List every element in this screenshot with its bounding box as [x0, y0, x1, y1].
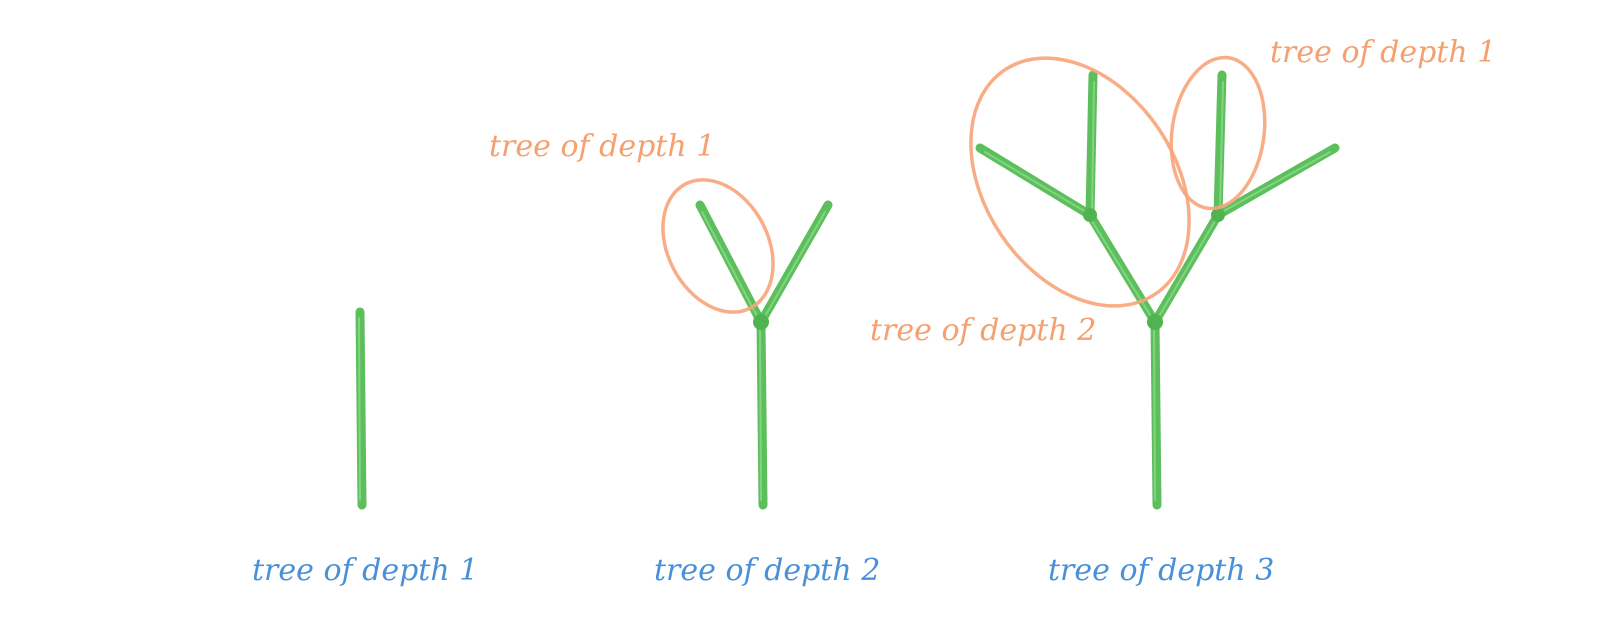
- right-right-streak: [1221, 151, 1331, 213]
- left-up-streak: [1091, 81, 1095, 211]
- subtree-ring-depth-1: [1169, 55, 1267, 211]
- branch-knot: [1147, 314, 1163, 330]
- trunk: [1150, 317, 1162, 510]
- trunk: [355, 307, 367, 510]
- branch-knot: [1083, 208, 1097, 222]
- tree-depth-2: [661, 178, 833, 510]
- caption-tree-depth-2: tree of depth 2: [654, 553, 880, 588]
- right-up-streak: [1219, 81, 1224, 211]
- caption-tree-depth-1: tree of depth 1: [252, 553, 478, 588]
- tree-depth-1: [355, 307, 367, 510]
- right-up-branch: [1213, 70, 1227, 220]
- left-branch-streak: [701, 211, 759, 319]
- tree-depth-3: [969, 55, 1340, 510]
- trunk-streak: [759, 327, 762, 501]
- trunk-streak: [1153, 327, 1156, 501]
- caption-tree-depth-3: tree of depth 3: [1048, 553, 1274, 588]
- trunk: [756, 317, 768, 510]
- annotation-tree2-subtree: tree of depth 1: [489, 129, 715, 164]
- branch-knot: [753, 314, 769, 330]
- left-left-streak: [984, 151, 1087, 213]
- branch-knot: [1211, 208, 1225, 222]
- annotation-tree3-left-subtree: tree of depth 2: [870, 313, 1096, 348]
- annotation-tree3-right-subtree: tree of depth 1: [1270, 35, 1496, 70]
- left-up-branch: [1085, 70, 1098, 220]
- trunk-streak: [358, 317, 361, 501]
- subtree-ring-depth-2: [969, 56, 1191, 308]
- right-branch-streak: [763, 211, 826, 319]
- subtree-ring: [661, 178, 775, 314]
- right-branch-streak: [1157, 220, 1216, 319]
